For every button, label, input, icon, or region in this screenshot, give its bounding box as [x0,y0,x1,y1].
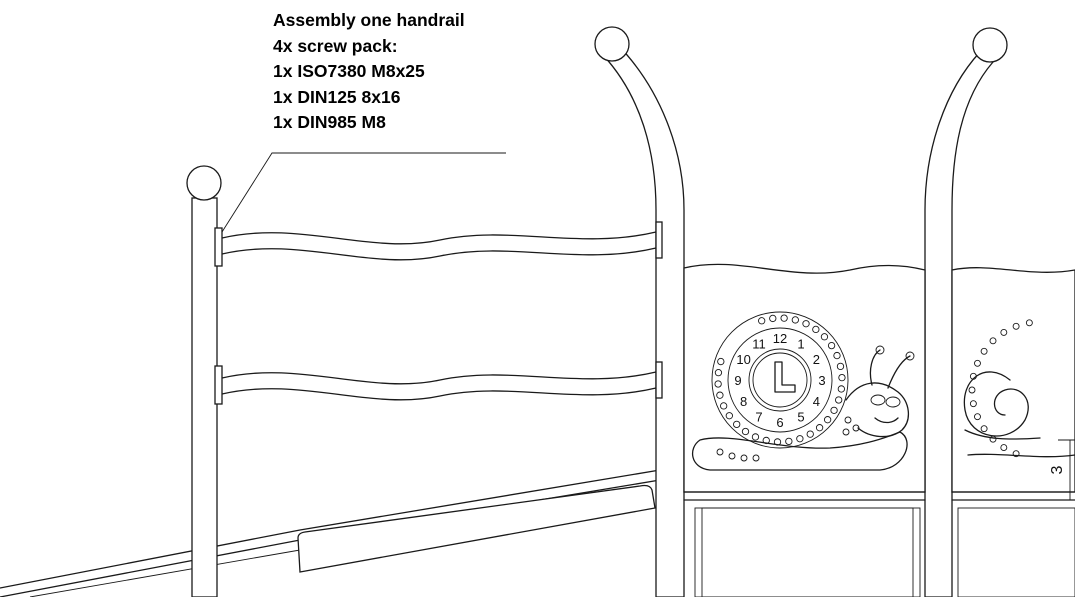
clock-number: 1 [797,337,804,352]
snail-drawing [691,345,915,471]
clock-number: 7 [755,409,762,424]
decor-dot [833,351,841,360]
callout-line-2: 4x screw pack: [273,35,398,56]
decor-dot [758,317,766,325]
assembly-callout: Assembly one handrail 4x screw pack: 1x … [273,8,465,136]
snail-panel [951,267,1075,597]
decor-dot [733,420,741,429]
upper-handrail [214,221,663,267]
clock-number: 10 [736,352,750,367]
decor-dot [1012,322,1020,330]
left-post [186,165,222,597]
decor-dot [769,314,777,323]
lower-handrail [214,361,663,405]
decor-dot [716,391,724,399]
dimension-marker: 3 [1049,439,1075,501]
decor-dot [752,454,760,462]
decor-dot [714,380,722,388]
decor-dot [812,325,820,334]
right-post [924,27,1008,597]
decor-dot [780,314,788,322]
decor-dot [835,396,843,404]
decor-dot [802,320,810,328]
decor-dot [827,341,836,350]
decor-dot [974,413,981,421]
decor-dot [717,357,725,366]
slide-panel [297,484,656,573]
decor-dot [1000,328,1008,336]
callout-line-5: 1x DIN985 M8 [273,112,386,132]
clock-number: 2 [813,352,820,367]
clock-number: 8 [740,394,747,409]
callout-line-1: Assembly one handrail [273,10,465,30]
snail-dots [716,416,860,462]
decor-dot [989,435,997,443]
decor-dot [968,386,976,394]
decor-dot [815,424,824,432]
middle-post [594,26,685,597]
decor-dot [714,368,723,377]
decor-dot [980,425,988,433]
decor-dot [974,359,981,367]
decor-dot [796,435,804,443]
decor-dot [725,412,733,420]
decor-dot [741,427,750,436]
clock-number: 4 [813,394,820,409]
callout-leader [221,152,506,233]
decor-dot [838,373,846,382]
dimension-label: 3 [1049,465,1066,474]
right-panel-dots [968,319,1033,458]
decor-dot [716,448,724,456]
decor-dot [969,400,977,408]
decor-dot [823,416,832,424]
clock-panel [683,263,926,597]
clock-number: 11 [752,337,766,352]
decor-dot [740,454,748,462]
decor-dot [830,406,838,415]
clock-number: 3 [818,373,825,388]
decor-dot [836,362,845,371]
decor-dot [837,385,845,393]
decor-dot [806,430,814,438]
decor-dot [844,416,852,424]
clock-number: 12 [773,331,787,346]
decor-dot [980,347,988,355]
clock-number: 9 [734,373,741,388]
decor-dot [751,433,760,441]
decor-dot [785,437,793,446]
clock-number: 6 [776,415,783,430]
callout-line-4: 1x DIN125 8x16 [273,86,401,107]
clock-dot-ring [714,314,846,446]
decor-dot [1025,319,1033,327]
callout-line-3: 1x ISO7380 M8x25 [273,61,425,81]
decor-dot [1000,444,1008,452]
decor-dot [820,333,829,341]
decor-dot [791,316,799,324]
decor-dot [852,424,860,432]
decor-dot [720,402,728,410]
decor-dot [1012,450,1020,458]
clock-number: 5 [797,409,804,424]
decor-dot [969,372,977,380]
decor-dot [989,337,997,345]
decor-dot [728,452,736,460]
decor-dot [842,428,850,436]
